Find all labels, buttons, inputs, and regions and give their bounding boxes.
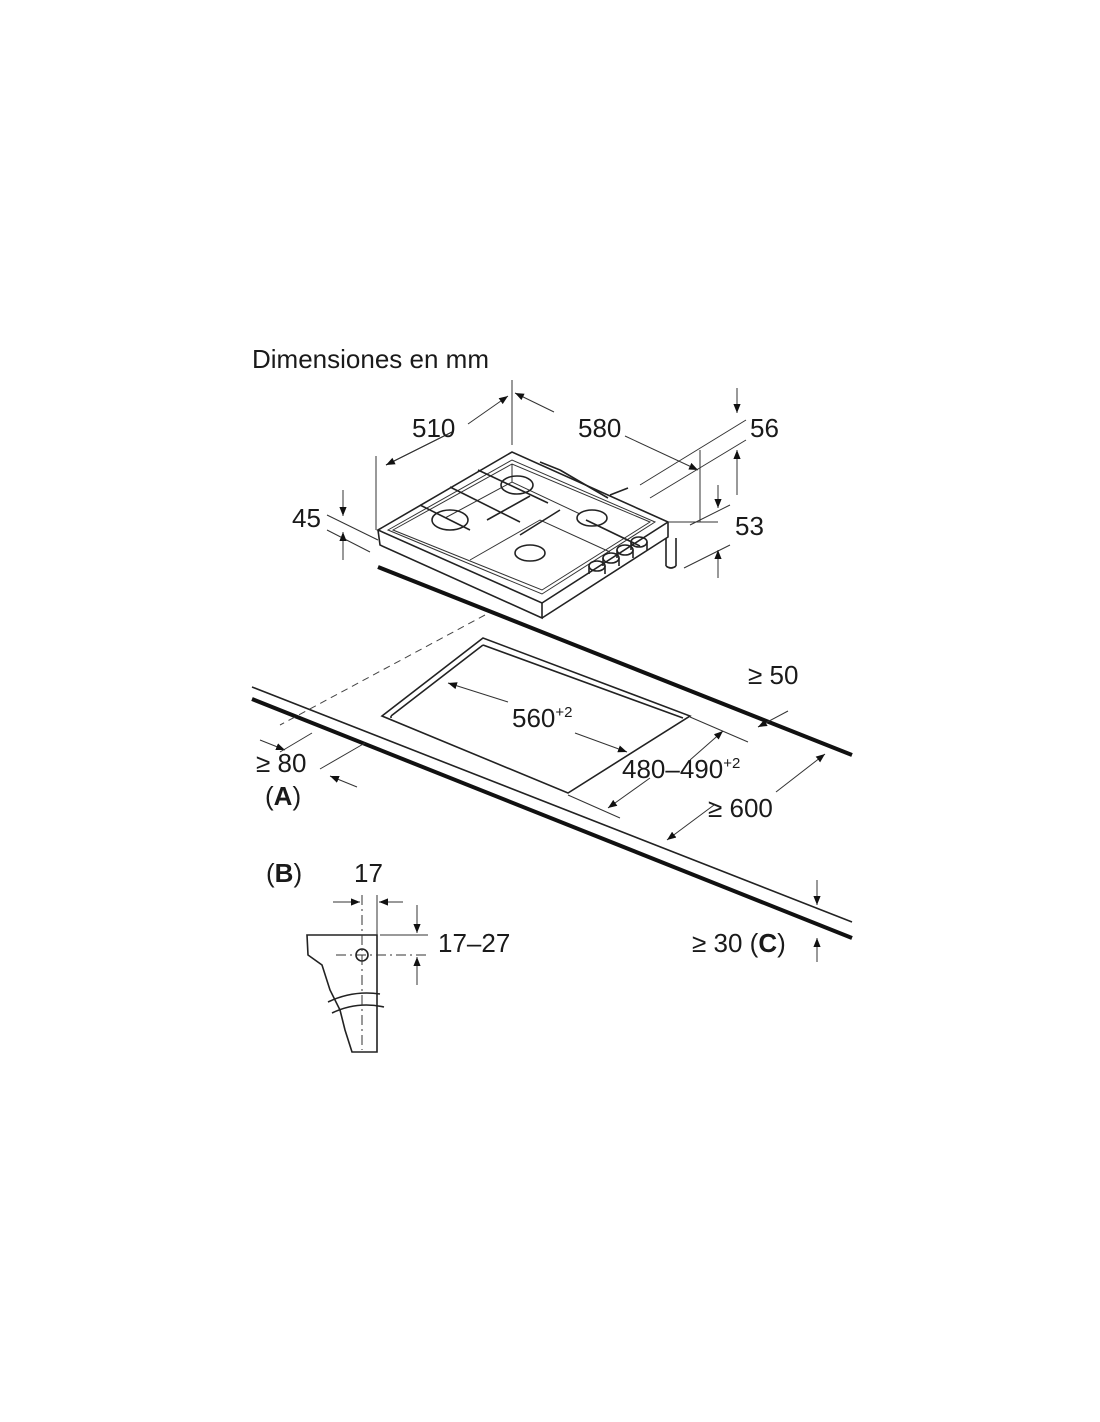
dim-detail-height: 17–27 [438,928,510,958]
cutout-dimension-lines [259,682,826,962]
dim-back-clearance: ≥ 50 [748,660,798,690]
dim-worktop-depth: ≥ 600 [708,793,773,823]
burners [431,475,608,562]
gas-connector [665,538,677,569]
dim-depth-510: 510 [412,413,455,443]
cutout [380,637,692,794]
dim-height-53: 53 [735,511,764,541]
gas-hob [376,451,677,620]
detail-b-bracket [306,895,428,1053]
dim-worktop-thickness: ≥ 30 (C) [692,928,786,958]
dim-detail-offset: 17 [354,858,383,888]
dim-side-clearance: ≥ 80 [256,748,306,778]
ref-b: (B) [266,858,302,888]
dim-cutout-width: 560+2 [512,703,573,733]
dim-width-580: 580 [578,413,621,443]
hob-dimension-lines [326,380,747,578]
control-knobs [588,536,648,574]
diagram-title: Dimensiones en mm [252,344,489,374]
worktop [251,565,853,940]
dim-height-56: 56 [750,413,779,443]
dim-cutout-depth: 480–490+2 [622,754,740,784]
pan-supports [419,461,641,547]
ref-a: (A) [265,781,301,811]
dim-height-45: 45 [292,503,321,533]
